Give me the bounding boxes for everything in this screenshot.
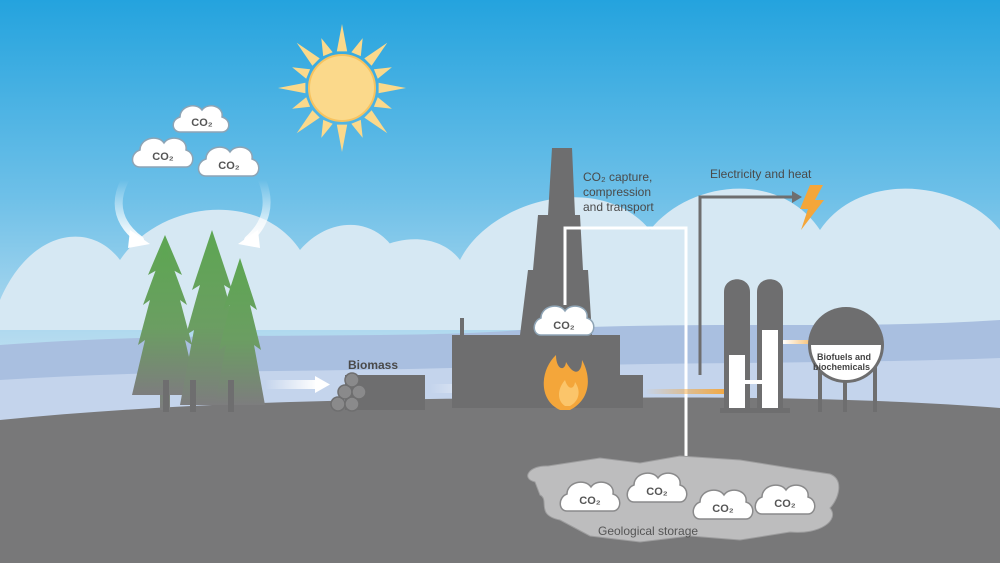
storage-label: Geological storage — [598, 524, 699, 538]
co2-label: CO₂ — [774, 498, 796, 510]
refinery-columns — [720, 279, 811, 413]
sun-icon — [278, 24, 406, 152]
sun-ray — [378, 82, 406, 94]
capture-pipe — [563, 226, 688, 480]
biomass-label: Biomass — [348, 358, 399, 372]
sun-ray — [296, 42, 320, 66]
electricity-label: Electricity and heat — [710, 167, 812, 181]
sun-ray — [364, 110, 388, 134]
sun-ray — [336, 124, 348, 152]
co2-label: CO₂ — [218, 160, 240, 172]
ground — [0, 397, 1000, 563]
absorb-arrow-left-head — [128, 230, 150, 248]
co2-label: CO₂ — [712, 503, 734, 515]
cloud-icon — [559, 472, 816, 520]
co2-label: CO₂ — [191, 117, 213, 129]
tree-icon — [132, 230, 265, 412]
sun-ray — [351, 119, 363, 138]
sun-ray — [336, 24, 348, 52]
co2-label: CO₂ — [152, 151, 174, 163]
cloud-icon — [533, 305, 595, 336]
sun-ray — [292, 67, 311, 79]
co2-label: CO₂ — [579, 495, 601, 507]
sun-ray — [321, 119, 333, 138]
sun-ray — [296, 110, 320, 134]
biofuels-label-line2: biochemicals — [813, 362, 871, 372]
tank-icon — [808, 307, 884, 412]
capture-label-line2: compression — [583, 185, 652, 199]
electricity-line — [698, 195, 795, 375]
biomass-arrow-shaft — [265, 380, 317, 389]
sun-ray — [364, 42, 388, 66]
biofuels-label-line1: Biofuels and — [817, 352, 872, 362]
absorb-arrow-right-head — [238, 230, 260, 248]
sun-ray — [321, 38, 333, 57]
sun-ray — [373, 67, 392, 79]
refinery-flow-arrow — [645, 389, 730, 394]
sun-ray — [373, 97, 392, 109]
cloud-icon — [131, 105, 260, 177]
sun-ray — [292, 97, 311, 109]
capture-label-line1: CO₂ capture, — [583, 170, 653, 184]
co2-label: CO₂ — [553, 320, 575, 332]
capture-label-line3: and transport — [583, 200, 654, 214]
biofuel-flow-arrow — [783, 340, 823, 344]
flame-icon — [543, 355, 588, 410]
lightning-icon — [800, 185, 824, 230]
biomass-arrow-head — [315, 376, 330, 393]
electricity-line-arrow — [792, 191, 802, 203]
factory-icon — [452, 148, 643, 408]
co2-label: CO₂ — [646, 486, 668, 498]
log-pile-icon — [330, 372, 425, 412]
sun-ray — [351, 38, 363, 57]
sun-ray — [278, 82, 306, 94]
